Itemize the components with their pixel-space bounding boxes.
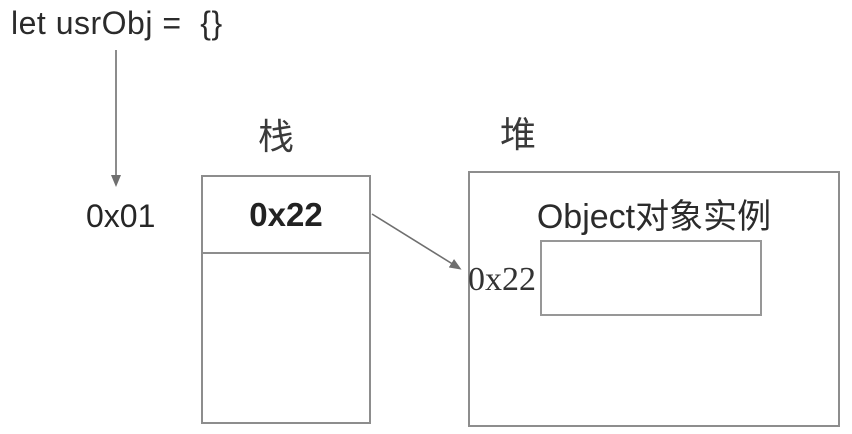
stack-label: 栈 [258,116,295,157]
variable-address-label: 0x01 [86,198,156,234]
heap-box: Object对象实例 0x22 [468,171,840,427]
code-declaration: let usrObj = {} [11,5,223,41]
heap-address-label: 0x22 [468,261,536,298]
stack-box: 0x22 [201,175,371,424]
object-instance-box [540,240,762,316]
stack-cell: 0x22 [203,177,369,254]
heap-label: 堆 [500,114,537,155]
reference-arrow [371,213,462,270]
stack-cell-value: 0x22 [249,195,323,233]
heap-object-title: Object对象实例 [536,198,772,236]
